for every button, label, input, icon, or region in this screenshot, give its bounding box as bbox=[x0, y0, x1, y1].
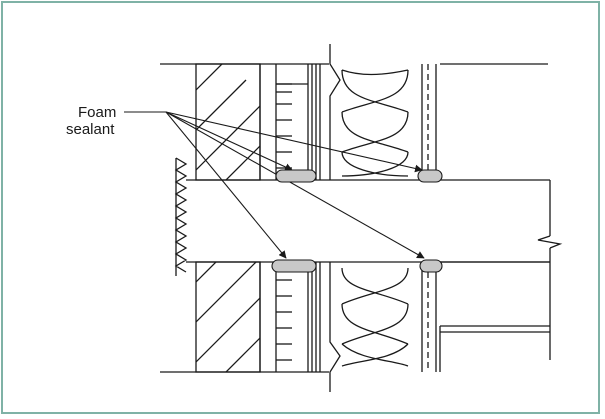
membrane-layers bbox=[311, 64, 321, 372]
rigid-board-top bbox=[259, 64, 309, 180]
callout-label-line1: Foam bbox=[78, 104, 117, 121]
stud-bottom bbox=[195, 261, 261, 373]
sealant-bead-top-left bbox=[275, 169, 317, 183]
sealant-bead-bottom-right bbox=[419, 259, 443, 273]
sealant-bead-bottom-left bbox=[271, 259, 317, 273]
rim-board-zigzag bbox=[174, 157, 188, 273]
floor-slab bbox=[186, 179, 563, 263]
break-line-top bbox=[329, 44, 341, 180]
steel-beam bbox=[439, 261, 551, 372]
dashed-sheathing bbox=[427, 64, 437, 372]
sealant-bead-top-right bbox=[417, 169, 443, 183]
leader-arrows bbox=[124, 111, 425, 259]
stud-top bbox=[195, 63, 261, 181]
diagram-frame bbox=[1, 1, 600, 414]
rigid-board-bottom bbox=[259, 262, 309, 372]
break-line-bottom bbox=[329, 262, 341, 392]
callout-label-line2: sealant bbox=[66, 121, 115, 138]
insulation-bottom bbox=[341, 262, 423, 372]
insulation-top bbox=[341, 64, 423, 180]
